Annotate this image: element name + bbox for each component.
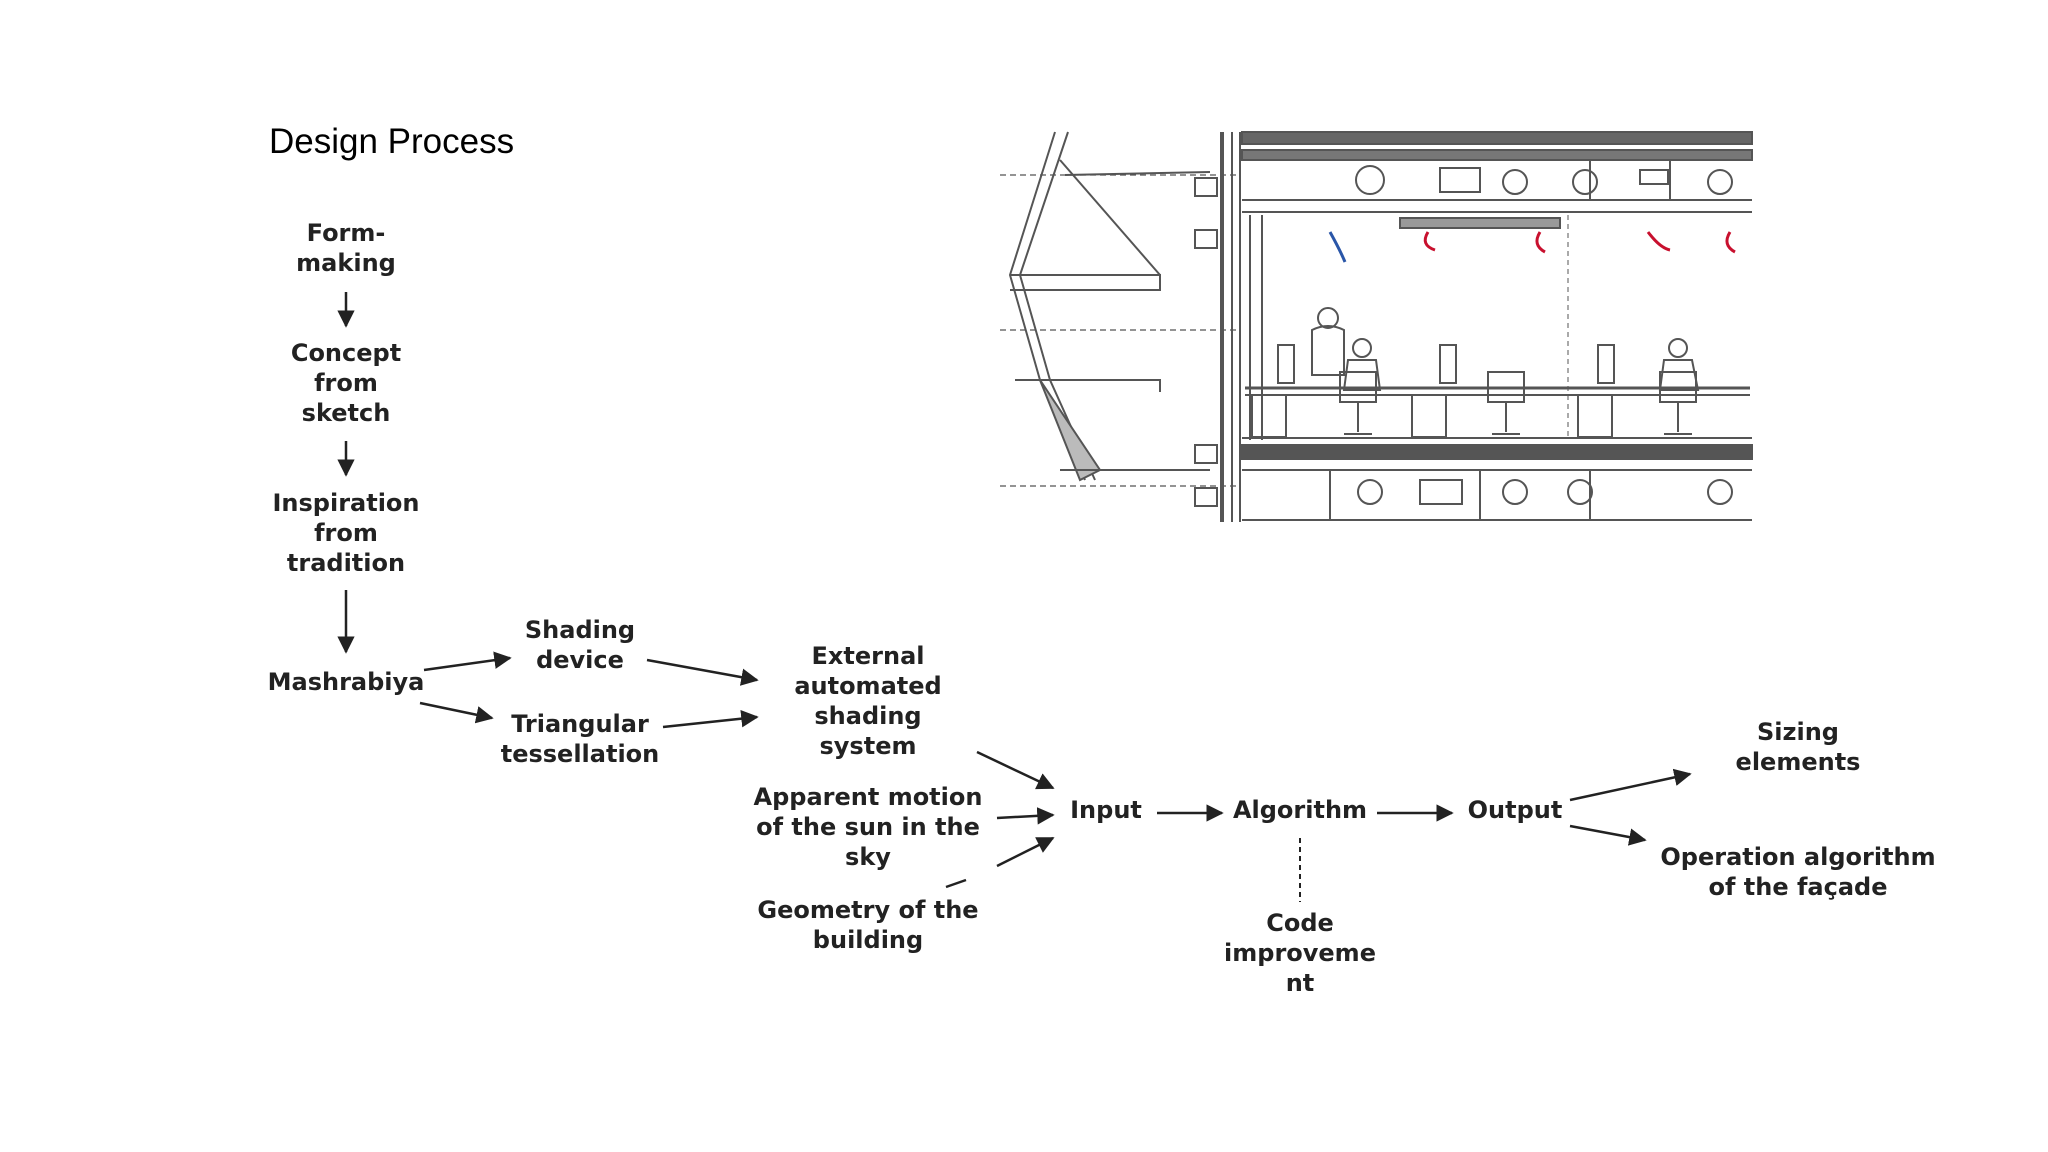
- arrow-output-to-operation: [1569, 824, 1647, 846]
- node-mashrabiya: Mashrabiya: [267, 668, 425, 696]
- slide-title: Design Process: [269, 122, 515, 161]
- node-output: Output: [1467, 796, 1563, 824]
- node-form-making: Form-making: [296, 219, 396, 277]
- arrow-geometry-to-input: [996, 836, 1055, 868]
- arrow-output-to-sizing: [1569, 768, 1692, 802]
- arrow-triangular-to-external: [662, 709, 759, 729]
- node-algorithm: Algorithm: [1232, 796, 1368, 824]
- arrow-external-to-input: [976, 750, 1055, 790]
- arrow-apparent-to-input: [996, 807, 1055, 825]
- arrow-mashrabiya-to-shading: [423, 651, 512, 672]
- arrow-shading-to-external: [646, 658, 759, 686]
- arrow-mashrabiya-to-triangular: [419, 701, 494, 724]
- arrow-geometry-tail: [945, 878, 967, 889]
- node-input: Input: [1070, 796, 1142, 824]
